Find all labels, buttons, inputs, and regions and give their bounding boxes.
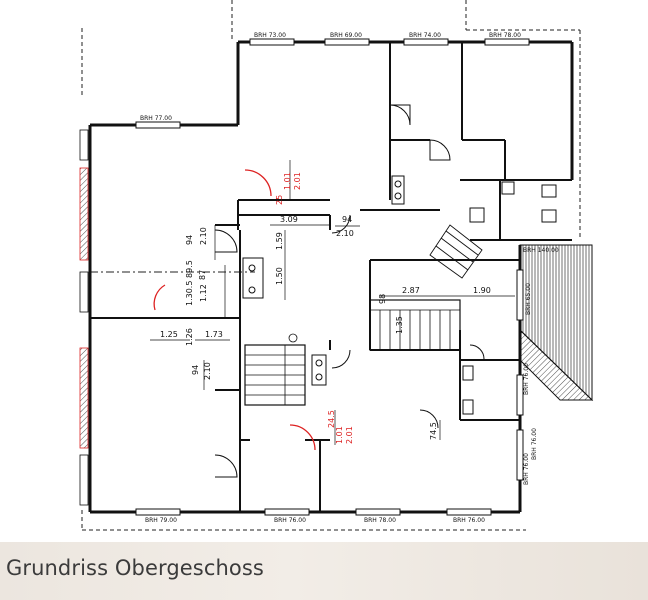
roof-hatch [519, 244, 594, 402]
sanitary-fixtures [242, 175, 557, 415]
window-label: BRH 76.00 [274, 517, 306, 524]
caption-title: Grundriss Obergeschoss [6, 556, 264, 580]
dimension-label: 94 [185, 235, 194, 245]
dimension-label: 94 [342, 215, 352, 224]
dimension-label: 2.10 [203, 362, 212, 380]
dimension-label: 1.12 [199, 284, 208, 302]
red-dimension-label: 24.5 [327, 410, 336, 428]
dimension-lines [150, 160, 515, 445]
dimension-label: 89.5 [185, 260, 194, 278]
window-label: BRH 76.00 [453, 517, 485, 524]
red-dimension-label: 2.01 [345, 426, 354, 444]
dimension-label: 2.87 [402, 286, 420, 295]
window-label: BRH 65.00 [525, 283, 532, 315]
dimension-label: 1.26 [185, 328, 194, 346]
window-label: BRH 76.00 [531, 428, 538, 460]
dimension-label: 1.73 [205, 330, 223, 339]
interior-walls [90, 42, 572, 512]
door-swings [214, 104, 485, 478]
dimension-label: 1.90 [473, 286, 491, 295]
window-label: BRH 73.00 [254, 32, 286, 39]
dimension-label: 2.10 [336, 229, 354, 238]
window-labels: BRH 73.00 BRH 69.00 BRH 74.00 BRH 78.00 … [140, 32, 559, 524]
red-door-swings [153, 169, 316, 451]
window-label: BRH 74.00 [409, 32, 441, 39]
window-label: BRH 76.00 [523, 453, 530, 485]
red-dimension-label: 2.01 [293, 172, 302, 190]
left-wall-windows [79, 129, 89, 506]
window-label: BRH 76.00 [523, 363, 530, 395]
dimension-label: 1.50 [275, 267, 284, 285]
dimension-label: 98 [378, 294, 387, 304]
dimension-labels: 3.09 94 2.10 1.59 94 2.10 89.5 87 1.30.5… [160, 215, 491, 440]
window-label: BRH 78.00 [364, 517, 396, 524]
dimension-label: 1.30.5 [185, 281, 194, 306]
dimension-label: 74.5 [429, 422, 438, 440]
dimension-label: 1.35 [395, 316, 404, 334]
window-label: BRH 79.00 [145, 517, 177, 524]
red-dimension-label: 1.01 [335, 426, 344, 444]
diagonal-stair [429, 224, 483, 279]
window-frames [135, 38, 530, 516]
dimension-label: 87 [198, 270, 207, 280]
window-label: BRH 77.00 [140, 115, 172, 122]
floor-plan-svg: BRH 73.00 BRH 69.00 BRH 74.00 BRH 78.00 … [79, 0, 594, 531]
exterior-walls [88, 40, 574, 514]
red-dimension-labels: 25 1.01 2.01 24.5 1.01 2.01 [275, 172, 354, 444]
dimension-label: 1.25 [160, 330, 178, 339]
caption-bar: Grundriss Obergeschoss [0, 542, 648, 600]
dimension-label: 1.59 [275, 232, 284, 250]
dimension-label: 2.10 [199, 227, 208, 245]
main-staircase [369, 299, 461, 351]
red-dimension-label: 25 [275, 195, 284, 205]
side-staircase [244, 333, 306, 406]
window-label: BRH 140.00 [523, 247, 559, 254]
dashed-outline [81, 0, 581, 531]
floor-plan-drawing: BRH 73.00 BRH 69.00 BRH 74.00 BRH 78.00 … [79, 0, 594, 531]
window-label: BRH 78.00 [489, 32, 521, 39]
red-dimension-label: 1.01 [283, 172, 292, 190]
dimension-label: 94 [191, 365, 200, 375]
dimension-label: 3.09 [280, 215, 298, 224]
window-label: BRH 69.00 [330, 32, 362, 39]
